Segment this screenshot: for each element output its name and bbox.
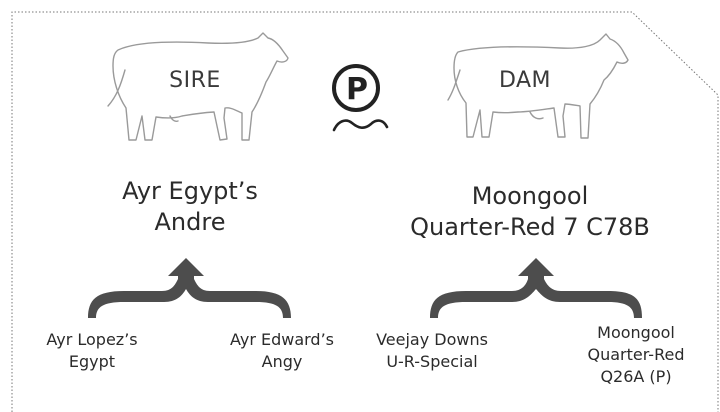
sire-name-line1: Ayr Egypt’s	[122, 177, 258, 205]
dam-name-line1: Moongool	[471, 182, 589, 210]
sire-parent-2: Ayr Edward’s Angy	[229, 330, 335, 371]
cow-outline-icon	[447, 33, 629, 139]
sire-name-line2: Andre	[154, 208, 226, 236]
bull-outline-icon	[107, 32, 289, 141]
dam-parent-2: Moongool Quarter-Red Q26A (P)	[587, 323, 685, 386]
dam-name: Moongool Quarter-Red 7 C78B	[380, 181, 680, 243]
dam-label: DAM	[498, 68, 552, 93]
card-frame	[11, 11, 719, 412]
sire-brace-arrow	[88, 258, 291, 318]
sire-label: SIRE	[169, 68, 221, 93]
polled-icon: P	[332, 64, 389, 132]
sire-name: Ayr Egypt’s Andre	[70, 176, 310, 238]
dam-name-line2: Quarter-Red 7 C78B	[410, 213, 650, 241]
dam-parent-1: Veejay Downs U-R-Special	[376, 330, 488, 371]
sire-parent-1: Ayr Lopez’s Egypt	[46, 330, 138, 371]
polled-letter: P	[346, 72, 368, 107]
dam-brace-arrow	[430, 258, 642, 318]
